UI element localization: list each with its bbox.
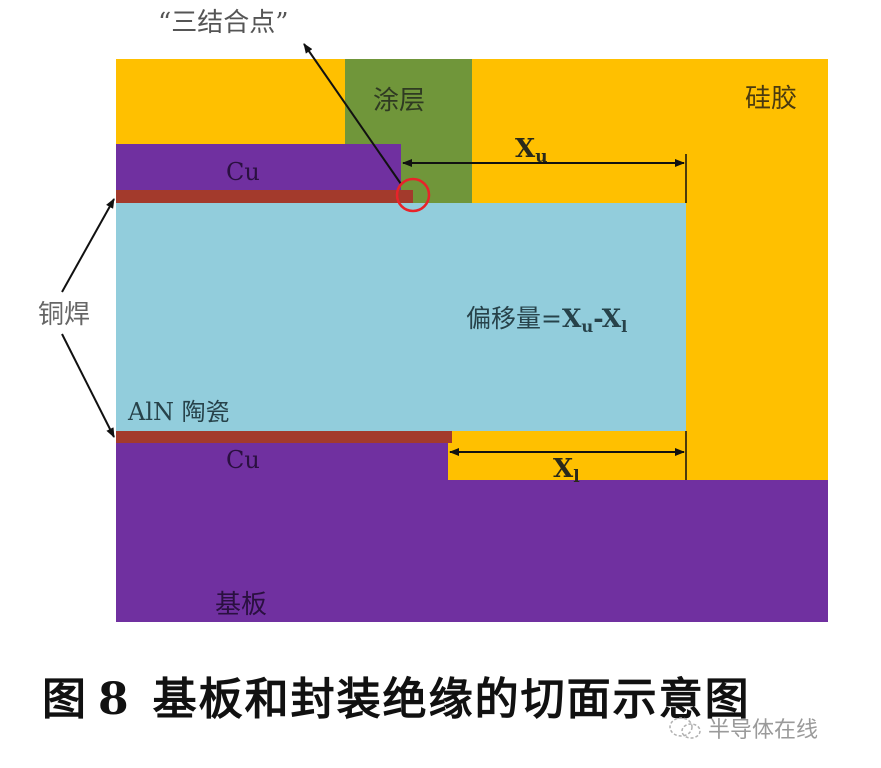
formula-xl: Xl bbox=[601, 304, 628, 336]
upper-copper-label: Cu bbox=[226, 158, 260, 186]
substrate-layer bbox=[116, 480, 828, 622]
brazing-label: 铜焊 bbox=[38, 300, 91, 330]
caption-text: 基板和封装绝缘的切面示意图 bbox=[152, 674, 751, 725]
xl-main: X bbox=[553, 454, 574, 484]
annotation-overlay bbox=[61, 43, 687, 480]
triple-point-label: “三结合点” bbox=[158, 8, 289, 38]
lower-copper-layer bbox=[116, 443, 448, 480]
triple-point-circle bbox=[395, 177, 431, 213]
offset-formula-prefix: 偏移量= bbox=[466, 304, 562, 333]
xl-sub: l bbox=[573, 466, 580, 487]
figure-number: 8 bbox=[98, 674, 131, 725]
substrate-label: 基板 bbox=[215, 590, 268, 620]
xu-sub: u bbox=[535, 146, 548, 167]
upper-brazing-layer bbox=[116, 190, 413, 203]
cross-section-diagram: “三结合点” 涂层 硅胶 Cu 铜焊 AlN 陶瓷 Cu 基板 Xu Xl 偏移… bbox=[38, 8, 828, 622]
lower-brazing-layer bbox=[116, 431, 452, 443]
silicone-gel-label: 硅胶 bbox=[745, 84, 798, 114]
xu-dimension-label: Xu bbox=[515, 136, 547, 165]
brazing-arrow-upper bbox=[61, 198, 115, 293]
figure-label: 图 bbox=[42, 674, 88, 725]
offset-formula-label: 偏移量=Xu-Xl bbox=[466, 306, 627, 335]
watermark-text: 半导体在线 bbox=[708, 718, 819, 743]
aln-ceramic-label: AlN 陶瓷 bbox=[128, 398, 230, 426]
aln-ceramic-layer bbox=[116, 203, 686, 431]
triple-point-arrow bbox=[303, 43, 402, 185]
upper-copper-layer bbox=[116, 144, 401, 190]
watermark: 半导体在线 bbox=[668, 712, 818, 744]
xl-dimension-label: Xl bbox=[553, 456, 580, 485]
xu-main: X bbox=[515, 134, 536, 164]
formula-xu: Xu bbox=[561, 304, 594, 336]
brazing-arrow-lower bbox=[61, 333, 115, 438]
lower-copper-label: Cu bbox=[226, 446, 260, 474]
wechat-icon bbox=[669, 717, 701, 739]
coating-label: 涂层 bbox=[373, 86, 426, 116]
formula-dash: - bbox=[593, 304, 602, 333]
